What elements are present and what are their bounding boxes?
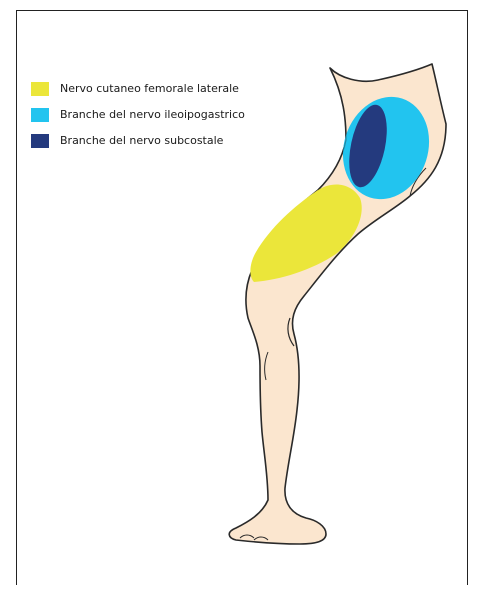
legend-label: Branche del nervo subcostale (60, 134, 223, 147)
legend-label: Nervo cutaneo femorale laterale (60, 82, 239, 95)
legend-item-subcostale: Branche del nervo subcostale (31, 132, 291, 149)
legend-item-cutaneo-femorale: Nervo cutaneo femorale laterale (31, 80, 291, 97)
legend-swatch-yellow (31, 82, 49, 96)
legend: Nervo cutaneo femorale laterale Branche … (31, 80, 291, 158)
region-cutaneo-femorale-laterale (250, 184, 361, 282)
legend-label: Branche del nervo ileoipogastrico (60, 108, 245, 121)
legend-item-ileoipogastrico: Branche del nervo ileoipogastrico (31, 106, 291, 123)
legend-swatch-lightblue (31, 108, 49, 122)
legend-swatch-darkblue (31, 134, 49, 148)
